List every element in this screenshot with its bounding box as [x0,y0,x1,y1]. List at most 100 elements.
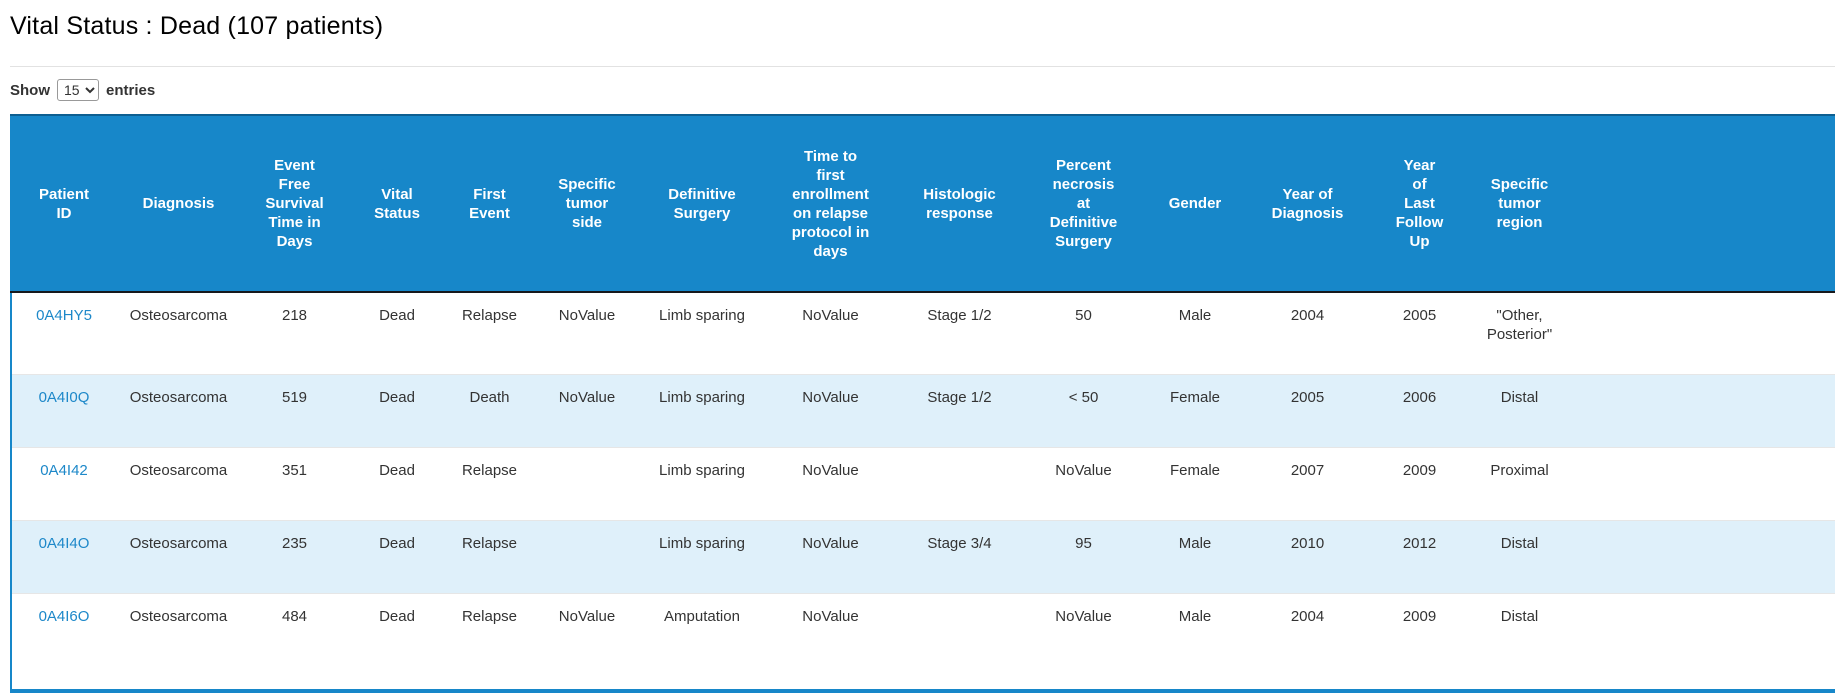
table-cell: Distal [1468,592,1571,692]
table-cell: 50 [1075,307,1092,324]
table-cell: "Other, Posterior" [1486,307,1553,343]
table-cell: 2010 [1244,519,1371,593]
table-row: 0A4I42 Osteosarcoma 351 Dead Relapse Lim… [11,446,1835,520]
table-cell: NoValue [1021,446,1146,520]
table-cell: 2009 [1371,592,1468,692]
table-cell: Limb sparing [641,519,763,593]
table-cell: Stage 1/2 [927,307,992,324]
show-label: Show [10,81,50,99]
table-cell: NoValue [763,446,898,520]
table-cell [898,592,1021,692]
table-cell: Relapse [446,519,533,593]
table-cell: Relapse [446,592,533,692]
table-cell: Male [1146,592,1244,692]
entries-bar: Show 15 entries [10,79,1835,101]
table-cell-filler [1571,373,1835,447]
table-cell: Male [1178,307,1212,324]
page-length-select[interactable]: 15 [57,79,99,101]
table-cell: 218 [281,307,308,324]
table-cell: 2007 [1244,446,1371,520]
table-cell: Osteosarcoma [116,519,241,593]
table-cell: 2009 [1371,446,1468,520]
table-cell: 95 [1021,519,1146,593]
table-cell [898,446,1021,520]
header-cell-specific-tumor-region: Specific tumor region [1468,114,1571,293]
header-cell-specific-tumor-side: Specific tumor side [533,114,641,293]
header-cell-time-to-first-enrollment: Time to first enrollment on relapse prot… [763,114,898,293]
table-cell: 2012 [1371,519,1468,593]
table-cell: Limb sparing [659,307,745,324]
table-cell: Dead [348,446,446,520]
table-cell: Distal [1468,373,1571,447]
table-cell: Death [446,373,533,447]
header-cell-first-event: First Event [446,114,533,293]
table-cell-filler [1571,292,1835,374]
header-cell-gender: Gender [1146,114,1244,293]
patient-id-link[interactable]: 0A4I0Q [38,388,90,406]
table-row: 0A4I6O Osteosarcoma 484 Dead Relapse NoV… [11,592,1835,692]
table-cell: Dead [348,592,446,692]
table-cell: 2004 [1290,307,1325,324]
header-cell-patient-id: Patient ID [11,114,116,293]
table-cell-filler [1571,519,1835,593]
patient-id-link[interactable]: 0A4I4O [38,534,90,552]
table-cell-patient-id: 0A4I42 [11,446,116,520]
table-cell: 2006 [1371,373,1468,447]
table-cell: NoValue [533,373,641,447]
table-cell: Osteosarcoma [116,373,241,447]
table-cell: Proximal [1468,446,1571,520]
table-bottom-border [10,689,1835,693]
patient-id-link[interactable]: 0A4I6O [38,607,90,625]
table-cell: NoValue [558,307,616,324]
table-cell: Relapse [461,307,518,324]
patient-id-link[interactable]: 0A4I42 [40,461,88,479]
table-header-row: Patient ID Diagnosis Event Free Survival… [11,114,1835,293]
header-cell-histologic-response: Histologic response [898,114,1021,293]
table-cell: Dead [348,519,446,593]
table-cell: Female [1146,373,1244,447]
table-cell: Osteosarcoma [116,446,241,520]
table-row: 0A4HY5 Osteosarcoma 218 Dead Relapse NoV… [11,292,1835,374]
table-cell: Stage 3/4 [898,519,1021,593]
divider [10,66,1835,67]
table-cell: 484 [241,592,348,692]
table-cell: NoValue [802,307,859,324]
patients-table: Patient ID Diagnosis Event Free Survival… [10,114,1835,692]
table-cell: 519 [241,373,348,447]
table-cell: Stage 1/2 [898,373,1021,447]
table-cell-filler [1571,446,1835,520]
table-cell-patient-id: 0A4I0Q [11,373,116,447]
table-cell [533,519,641,593]
table-cell: NoValue [1021,592,1146,692]
table-cell: < 50 [1021,373,1146,447]
table-cell: NoValue [533,592,641,692]
table-cell: Dead [379,307,415,324]
table-cell: 351 [241,446,348,520]
header-cell-diagnosis: Diagnosis [116,114,241,293]
table-cell: 2005 [1244,373,1371,447]
table-cell: Limb sparing [641,373,763,447]
patient-id-link[interactable]: 0A4HY5 [36,307,92,324]
table-cell: 235 [241,519,348,593]
table-cell-patient-id: 0A4HY5 [11,292,116,374]
table-cell-patient-id: 0A4I6O [11,592,116,692]
table-cell: Amputation [641,592,763,692]
table-cell: Dead [348,373,446,447]
table-row: 0A4I0Q Osteosarcoma 519 Dead Death NoVal… [11,373,1835,447]
table-row: 0A4I4O Osteosarcoma 235 Dead Relapse Lim… [11,519,1835,593]
table-cell: Limb sparing [641,446,763,520]
header-cell-event-free-survival: Event Free Survival Time in Days [241,114,348,293]
table-cell: NoValue [763,519,898,593]
entries-label: entries [106,81,156,99]
table-cell: NoValue [763,592,898,692]
table-cell: 2005 [1402,307,1437,324]
table-cell: Distal [1468,519,1571,593]
header-cell-year-of-diagnosis: Year of Diagnosis [1244,114,1371,293]
table-cell: Osteosarcoma [116,592,241,692]
table-cell: Female [1146,446,1244,520]
table-cell: Male [1146,519,1244,593]
header-cell-filler [1571,114,1835,293]
table-cell: 2004 [1244,592,1371,692]
table-cell: NoValue [763,373,898,447]
